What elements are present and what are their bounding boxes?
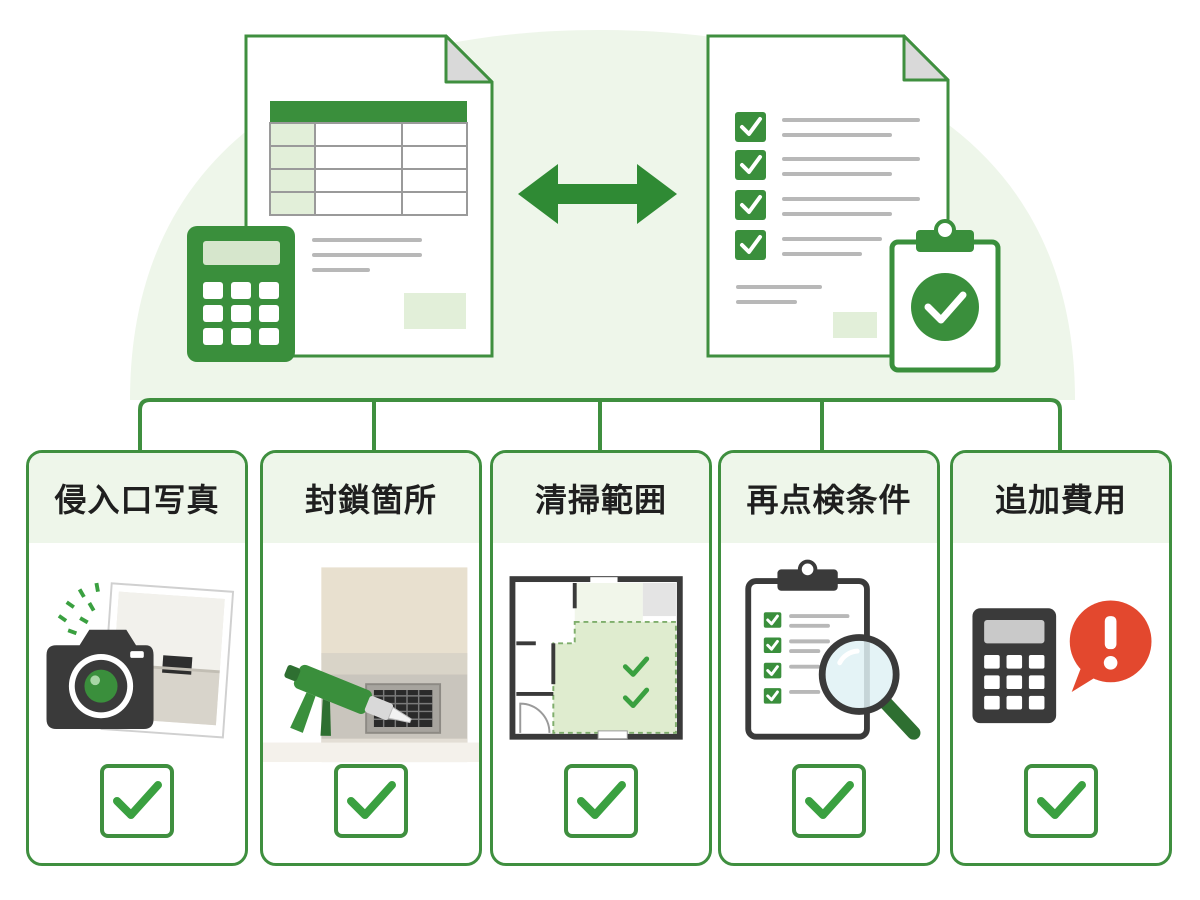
checkbox-checked-icon bbox=[792, 764, 866, 838]
calculator-alert-icon bbox=[972, 600, 1152, 724]
card-title: 追加費用 bbox=[994, 481, 1127, 519]
checkbox-checked-icon bbox=[564, 764, 638, 838]
checklist-document-icon bbox=[706, 34, 950, 358]
clipboard-check-icon bbox=[889, 219, 1001, 373]
card-intrusion-photos: 侵入口写真 bbox=[26, 450, 248, 866]
checkbox-checked-icon bbox=[100, 764, 174, 838]
card-additional-costs: 追加費用 bbox=[950, 450, 1172, 866]
card-sealed-locations: 封鎖箇所 bbox=[260, 450, 482, 866]
card-cleaning-area: 清掃範囲 bbox=[490, 450, 712, 866]
card-title: 再点検条件 bbox=[746, 481, 912, 519]
connector-lines bbox=[138, 398, 1062, 450]
checkbox-checked-icon bbox=[334, 764, 408, 838]
card-title: 封鎖箇所 bbox=[304, 481, 437, 519]
sealant-gun-vent-icon bbox=[263, 567, 479, 763]
card-reinspection-conditions: 再点検条件 bbox=[718, 450, 940, 866]
floor-plan-icon bbox=[509, 576, 683, 740]
card-title: 清掃範囲 bbox=[534, 481, 667, 519]
calculator-icon bbox=[187, 226, 295, 362]
spreadsheet-document-icon bbox=[244, 34, 494, 358]
double-arrow-icon bbox=[518, 164, 677, 224]
camera-photo-icon bbox=[46, 582, 235, 739]
clipboard-magnifier-icon bbox=[745, 559, 921, 740]
checkbox-checked-icon bbox=[1024, 764, 1098, 838]
card-title: 侵入口写真 bbox=[54, 481, 220, 519]
